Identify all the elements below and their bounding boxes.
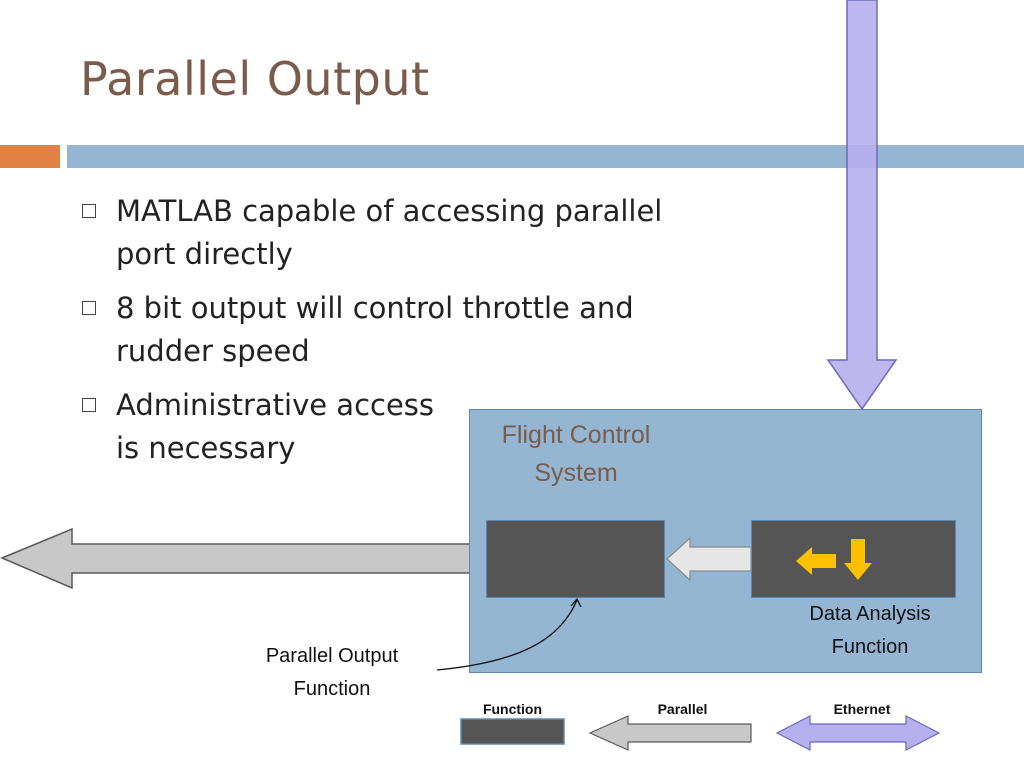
system-label: Flight Control System — [501, 421, 651, 487]
parallel-output-function-block — [486, 520, 665, 598]
parallel-output-label: Parallel Output Function — [265, 645, 399, 700]
square-bullet-icon — [82, 204, 96, 218]
bullet-item: Administrative access is necessary — [78, 384, 778, 470]
legend-ethernet-arrow — [775, 715, 941, 751]
bullet-text: 8 bit output will control throttle and r… — [116, 291, 634, 368]
square-bullet-icon — [82, 301, 96, 315]
slide-title: Parallel Output — [80, 52, 430, 106]
legend-function-label: Function — [482, 701, 543, 717]
legend-function-swatch — [460, 718, 565, 745]
square-bullet-icon — [82, 398, 96, 412]
bullet-text: Administrative access is necessary — [116, 388, 435, 465]
legend-ethernet-label: Ethernet — [833, 701, 891, 717]
ethernet-input-arrow — [826, 0, 898, 411]
arrow-left-icon — [796, 547, 836, 575]
bullet-text: MATLAB capable of accessing parallel por… — [116, 194, 663, 271]
legend-parallel-arrow — [588, 715, 752, 751]
arrow-down-icon — [844, 539, 872, 580]
internal-parallel-arrow — [666, 536, 752, 582]
title-rule — [67, 145, 1024, 168]
bullet-item: MATLAB capable of accessing parallel por… — [78, 190, 778, 276]
bullet-item: 8 bit output will control throttle and r… — [78, 287, 778, 373]
data-analysis-label: Data Analysis Function — [809, 603, 931, 658]
legend-parallel-label: Parallel — [657, 701, 708, 717]
title-rule-accent — [0, 145, 60, 168]
callout-arrowhead — [570, 597, 582, 608]
bullet-list: MATLAB capable of accessing parallel por… — [78, 190, 778, 481]
callout-line — [436, 599, 578, 671]
